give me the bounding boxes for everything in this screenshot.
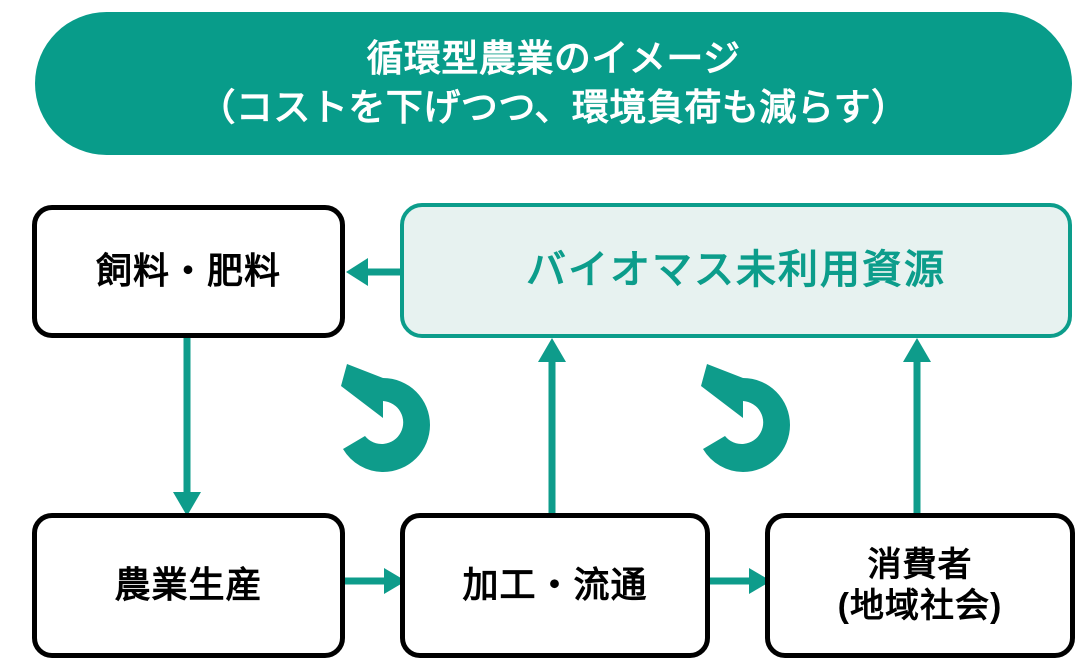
arrow-process-to-biomass — [538, 338, 566, 516]
node-biomass-unused-resources[interactable]: バイオマス未利用資源 — [400, 203, 1072, 338]
node-consumer-community[interactable]: 消費者 (地域社会) — [765, 513, 1075, 658]
arrow-farm-to-process — [344, 568, 406, 594]
node-processing-distribution[interactable]: 加工・流通 — [400, 513, 710, 658]
title-line-1: 循環型農業のイメージ — [366, 37, 741, 79]
arrow-consumer-to-biomass — [903, 338, 931, 516]
arrow-process-to-consumer — [709, 568, 771, 594]
node-biomass-unused-resources-label: バイオマス未利用資源 — [526, 247, 946, 292]
node-feed-fertilizer-label: 飼料・肥料 — [95, 250, 281, 292]
title-line-2: （コストを下げつつ、環境負荷も減らす） — [198, 86, 909, 128]
arrow-feed-to-farm — [173, 334, 201, 516]
node-agricultural-production-label: 農業生産 — [114, 564, 263, 606]
node-processing-distribution-label: 加工・流通 — [462, 564, 648, 606]
recycle-loop-icon-right — [685, 360, 807, 488]
node-consumer-community-label-line-1: 消費者 — [867, 546, 973, 585]
node-consumer-community-label-line-2: (地域社会) — [837, 586, 1003, 625]
recycle-loop-icon-left — [325, 360, 447, 488]
node-feed-fertilizer[interactable]: 飼料・肥料 — [32, 205, 345, 338]
title-banner: 循環型農業のイメージ （コストを下げつつ、環境負荷も減らす） — [35, 12, 1072, 155]
node-agricultural-production[interactable]: 農業生産 — [32, 513, 345, 658]
